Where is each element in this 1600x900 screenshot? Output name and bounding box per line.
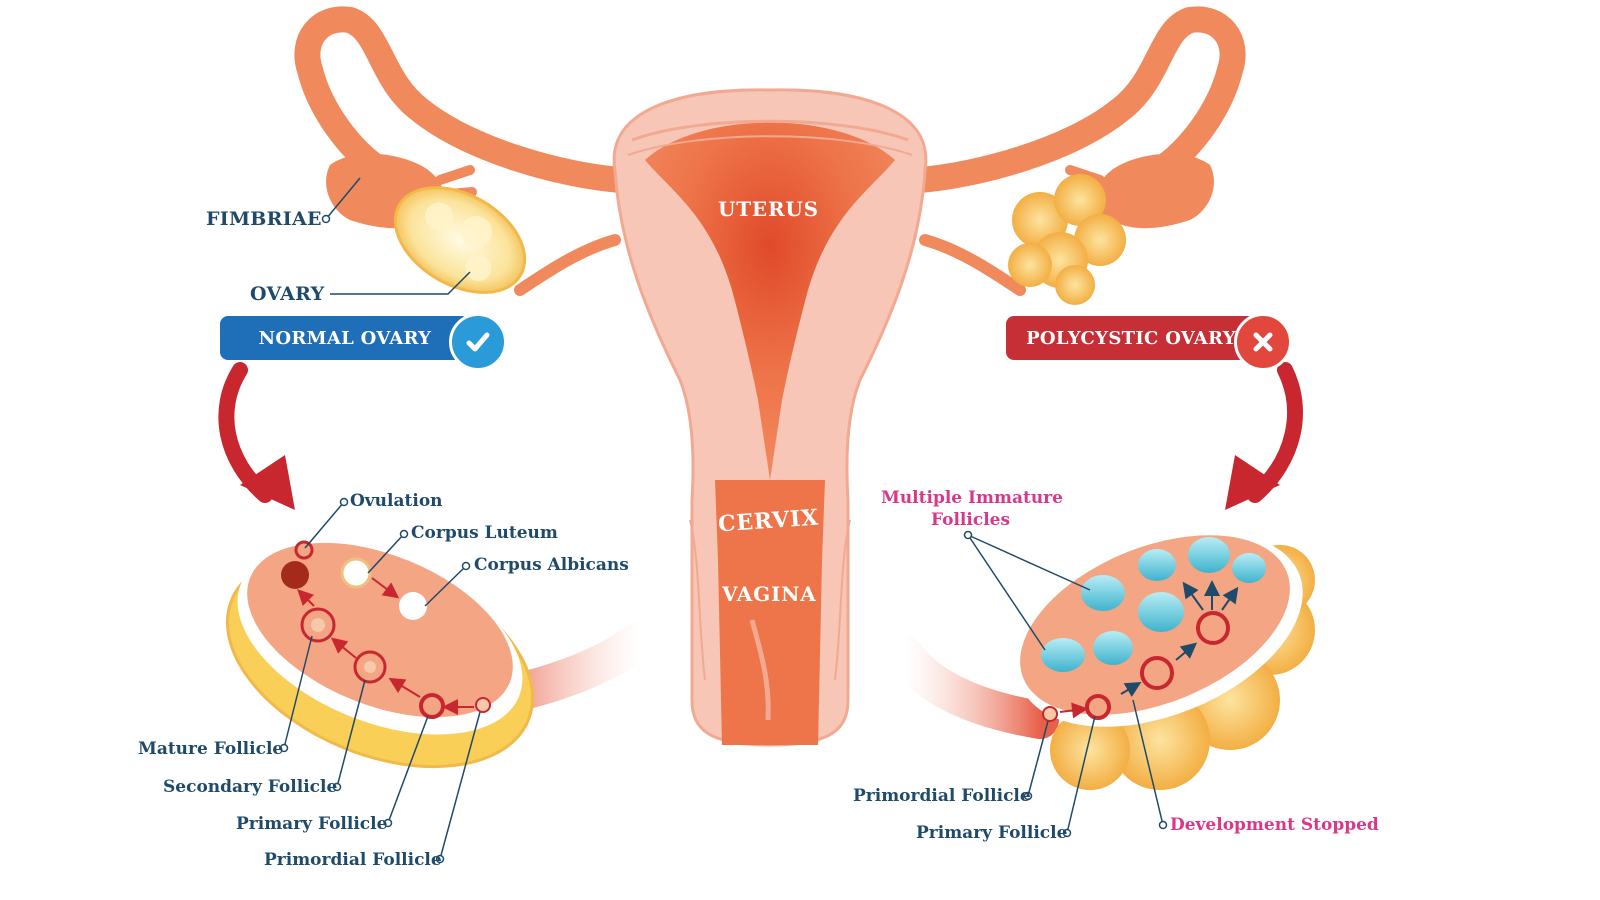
right-ovarian-ligament bbox=[919, 234, 1026, 296]
secondary-follicle-label: Secondary Follicle bbox=[163, 777, 338, 797]
fimbriae-label: FIMBRIAE bbox=[206, 208, 322, 230]
corpus-albicans-label: Corpus Albicans bbox=[474, 555, 629, 575]
check-icon bbox=[449, 313, 507, 371]
leader-dots bbox=[279, 214, 1168, 864]
pco-primordial-follicle-label: Primordial Follicle bbox=[853, 786, 1031, 806]
vagina-label: VAGINA bbox=[722, 582, 817, 606]
corpus-albicans-shape bbox=[399, 592, 427, 620]
immature-follicle-cyst bbox=[1138, 549, 1176, 581]
immature-follicle-cyst bbox=[1093, 631, 1133, 665]
polycystic-ovary-arrow bbox=[1225, 362, 1303, 510]
polycystic-ovary-cross-section bbox=[886, 533, 1315, 790]
cervix-label: CERVIX bbox=[717, 504, 820, 538]
immature-follicle-cyst bbox=[1081, 575, 1125, 611]
primary-follicle-shape bbox=[419, 693, 445, 719]
primordial-follicle-shape bbox=[475, 697, 491, 713]
ovary-label: OVARY bbox=[250, 283, 325, 305]
uterus-label: UTERUS bbox=[718, 197, 819, 221]
right-ovary bbox=[1008, 174, 1126, 305]
stalled-follicle-shape bbox=[1140, 656, 1174, 690]
development-stopped-label: Development Stopped bbox=[1170, 815, 1379, 835]
normal-ovary-badge: NORMAL OVARY bbox=[220, 316, 470, 360]
primary-follicle-label: Primary Follicle bbox=[236, 814, 388, 834]
polycystic-ovary-badge: POLYCYSTIC OVARY bbox=[1006, 316, 1256, 360]
left-ovary bbox=[393, 186, 527, 294]
immature-follicles-label-line1: Multiple Immature bbox=[881, 488, 1063, 508]
corpus-luteum-label: Corpus Luteum bbox=[411, 523, 558, 543]
cross-icon bbox=[1234, 313, 1292, 371]
ovulation-follicle bbox=[294, 540, 314, 560]
ovulation-label: Ovulation bbox=[350, 491, 443, 511]
pco-primary-follicle-label: Primary Follicle bbox=[916, 823, 1068, 843]
immature-follicles-label-line2: Follicles bbox=[931, 510, 1011, 530]
uterus-body bbox=[612, 88, 928, 747]
mature-follicle-label: Mature Follicle bbox=[138, 739, 284, 759]
primordial-follicle-shape bbox=[1042, 706, 1058, 722]
primary-follicle-shape bbox=[1085, 694, 1111, 720]
immature-follicle-cyst bbox=[1232, 553, 1266, 583]
normal-ovary-arrow bbox=[218, 362, 295, 510]
leader-lines bbox=[283, 177, 1164, 860]
immature-follicle-cyst bbox=[1138, 592, 1184, 632]
corpus-luteum-shape bbox=[340, 557, 372, 589]
primordial-follicle-label: Primordial Follicle bbox=[264, 850, 442, 870]
immature-follicle-cyst bbox=[1041, 638, 1085, 672]
ruptured-follicle bbox=[281, 561, 309, 589]
left-ovarian-ligament bbox=[514, 234, 621, 296]
immature-follicle-cyst bbox=[1188, 537, 1230, 573]
stalled-follicle-shape bbox=[1196, 611, 1230, 645]
normal-ovary-cross-section bbox=[225, 540, 659, 769]
